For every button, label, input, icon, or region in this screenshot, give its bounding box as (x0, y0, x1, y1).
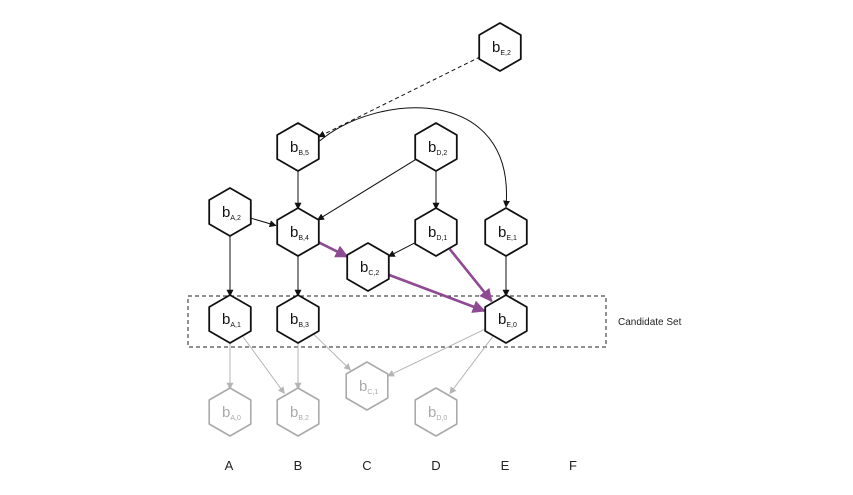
node-hexagon (276, 294, 320, 344)
node-label: bC,1 (359, 378, 378, 396)
edge-bA2-to-bB4 (250, 217, 277, 228)
node-hexagon (484, 294, 528, 344)
node-bC2: bC,2 (346, 242, 390, 292)
nodes-layer: bE,2 bB,5 bD,2 bA,2 bB,4 bD,1 bE,1 bC,2 bA,1 bB,3… (208, 22, 528, 437)
column-label-f: F (569, 458, 577, 473)
node-bB4: bB,4 (276, 207, 320, 257)
edge-bD2-to-bB4 (316, 158, 418, 221)
node-bD1: bD,1 (414, 207, 458, 257)
node-hexagon (208, 294, 252, 344)
candidate-set-label: Candidate Set (618, 317, 682, 328)
column-label-a: A (225, 458, 234, 473)
node-label: bD,1 (428, 224, 447, 242)
node-label: bA,0 (222, 404, 241, 422)
node-label: bD,0 (428, 404, 447, 422)
edge-bB3-to-bC1 (313, 333, 352, 371)
node-hexagon (276, 207, 320, 257)
node-label: bB,4 (290, 224, 309, 242)
edge-bD1-to-bC2 (387, 241, 417, 257)
node-label: bC,2 (360, 259, 379, 277)
node-label: bA,1 (222, 311, 241, 329)
node-hexagon (346, 242, 390, 292)
column-label-e: E (501, 458, 510, 473)
column-label-c: C (362, 458, 371, 473)
node-hexagon (208, 187, 252, 237)
node-hexagon (345, 361, 389, 411)
node-bA0: bA,0 (208, 387, 252, 437)
node-bB2: bB,2 (276, 387, 320, 437)
node-label: bB,3 (290, 311, 309, 329)
node-bB5: bB,5 (276, 122, 320, 172)
node-label: bE,2 (492, 39, 511, 57)
node-hexagon (478, 22, 522, 72)
node-hexagon (414, 207, 458, 257)
node-label: bB,5 (290, 139, 309, 157)
edges-layer (226, 56, 511, 395)
node-hexagon (276, 387, 320, 437)
edge-bC2-to-bE0 (388, 273, 486, 313)
edge-bE0-to-bD0 (449, 336, 494, 395)
node-label: bE,0 (498, 311, 517, 329)
node-hexagon (276, 122, 320, 172)
node-bA2: bA,2 (208, 187, 252, 237)
edge-bD1-to-bE0 (448, 248, 493, 303)
edge-bE0-to-bC1 (387, 328, 487, 377)
node-hexagon (208, 387, 252, 437)
node-bD0: bD,0 (414, 387, 458, 437)
node-bA1: bA,1 (208, 294, 252, 344)
node-bD2: bD,2 (414, 122, 458, 172)
edge-bB4-to-bC2 (317, 240, 349, 258)
column-label-d: D (431, 458, 440, 473)
node-hexagon (484, 207, 528, 257)
column-label-b: B (294, 458, 303, 473)
node-bE1: bE,1 (484, 207, 528, 257)
node-label: bB,2 (290, 404, 309, 422)
candidate-set-box (187, 295, 607, 348)
node-bE0: bE,0 (484, 294, 528, 344)
node-label: bA,2 (222, 204, 241, 222)
node-label: bD,2 (428, 139, 447, 157)
node-hexagon (414, 387, 458, 437)
edge-bA1-to-bB2 (242, 336, 285, 394)
node-label: bE,1 (498, 224, 517, 242)
edge-bB5-to-bE1 (319, 107, 511, 208)
node-bB3: bB,3 (276, 294, 320, 344)
node-hexagon (414, 122, 458, 172)
node-bC1: bC,1 (345, 361, 389, 411)
edge-bE2-to-bB5 (317, 56, 481, 138)
node-bE2: bE,2 (478, 22, 522, 72)
column-labels: A B C D E F (225, 458, 577, 473)
